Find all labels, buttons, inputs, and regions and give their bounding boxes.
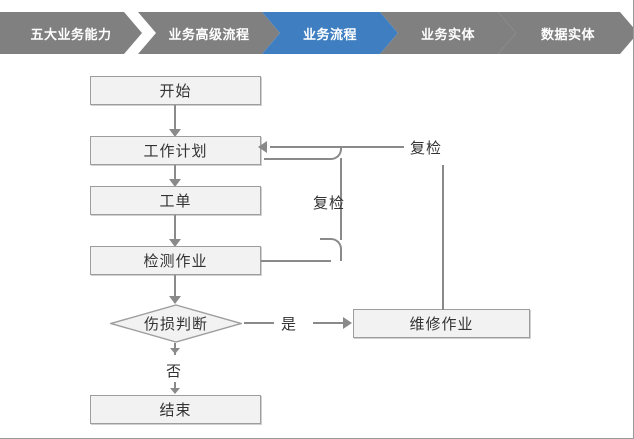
breadcrumb-step-5-label: 数据实体: [540, 26, 595, 42]
node-end[interactable]: 结束: [90, 395, 261, 424]
node-work-order[interactable]: 工单: [90, 186, 261, 215]
breadcrumb-step-1-label: 五大业务能力: [30, 26, 112, 42]
node-inspection-label: 检测作业: [143, 253, 208, 270]
breadcrumb-step-2-label: 业务高级流程: [168, 26, 250, 42]
node-decision-label: 伤损判断: [143, 316, 208, 333]
edge-label-yes: 是: [281, 316, 298, 333]
breadcrumb-step-4[interactable]: 业务实体: [380, 12, 516, 54]
diamond-shape-icon: [110, 304, 242, 343]
arrowhead-work-plan-to-work-order: [169, 179, 181, 187]
node-repair-label: 维修作业: [409, 316, 474, 333]
connector-no-to-end: [174, 382, 176, 392]
node-work-plan-label: 工作计划: [143, 143, 208, 160]
arrowhead-yes-to-repair: [343, 317, 352, 329]
breadcrumb-step-4-label: 业务实体: [420, 26, 475, 42]
connector-work-plan-to-work-order: [174, 165, 176, 180]
connector-recheck-inner-vertical: [340, 158, 342, 240]
node-work-plan[interactable]: 工作计划: [90, 136, 261, 165]
edge-label-no: 否: [166, 363, 183, 380]
arrowhead-start-to-work-plan: [169, 129, 181, 137]
connector-decision-to-yes: [244, 322, 274, 324]
node-decision[interactable]: 伤损判断: [110, 304, 242, 343]
connector-start-to-work-plan: [174, 105, 176, 133]
node-inspection[interactable]: 检测作业: [90, 246, 261, 275]
node-start[interactable]: 开始: [90, 76, 261, 105]
arrowhead-recheck-to-work-plan: [258, 141, 267, 153]
connector-recheck-inner-top-corner: [264, 146, 342, 160]
connector-recheck-outer-vertical: [442, 165, 444, 310]
breadcrumb: 五大业务能力 业务高级流程 业务流程 业务实体 数据实体: [0, 12, 634, 54]
node-end-label: 结束: [159, 402, 192, 419]
connector-recheck-inner-bottom: [261, 260, 331, 262]
arrowhead-no-to-end: [170, 388, 180, 394]
breadcrumb-step-1[interactable]: 五大业务能力: [0, 12, 142, 54]
node-start-label: 开始: [159, 83, 192, 100]
connector-yes-to-repair: [313, 322, 345, 324]
breadcrumb-step-2[interactable]: 业务高级流程: [138, 12, 280, 54]
edge-label-recheck-inner: 复检: [313, 195, 346, 212]
breadcrumb-step-3-active[interactable]: 业务流程: [262, 12, 398, 54]
edge-label-recheck-outer: 复检: [410, 140, 443, 157]
arrowhead-decision-no-branch: [170, 348, 180, 354]
node-repair[interactable]: 维修作业: [353, 309, 530, 338]
connector-inspection-to-decision: [174, 275, 176, 297]
arrowhead-inspection-to-decision: [169, 296, 181, 304]
breadcrumb-step-3-label: 业务流程: [302, 26, 357, 42]
breadcrumb-step-5[interactable]: 数据实体: [498, 12, 634, 54]
connector-work-order-to-inspection: [174, 215, 176, 240]
arrowhead-work-order-to-inspection: [169, 239, 181, 247]
connector-recheck-inner-corner: [320, 238, 342, 261]
connector-recheck-inner-top: [270, 146, 404, 148]
node-work-order-label: 工单: [159, 193, 192, 210]
